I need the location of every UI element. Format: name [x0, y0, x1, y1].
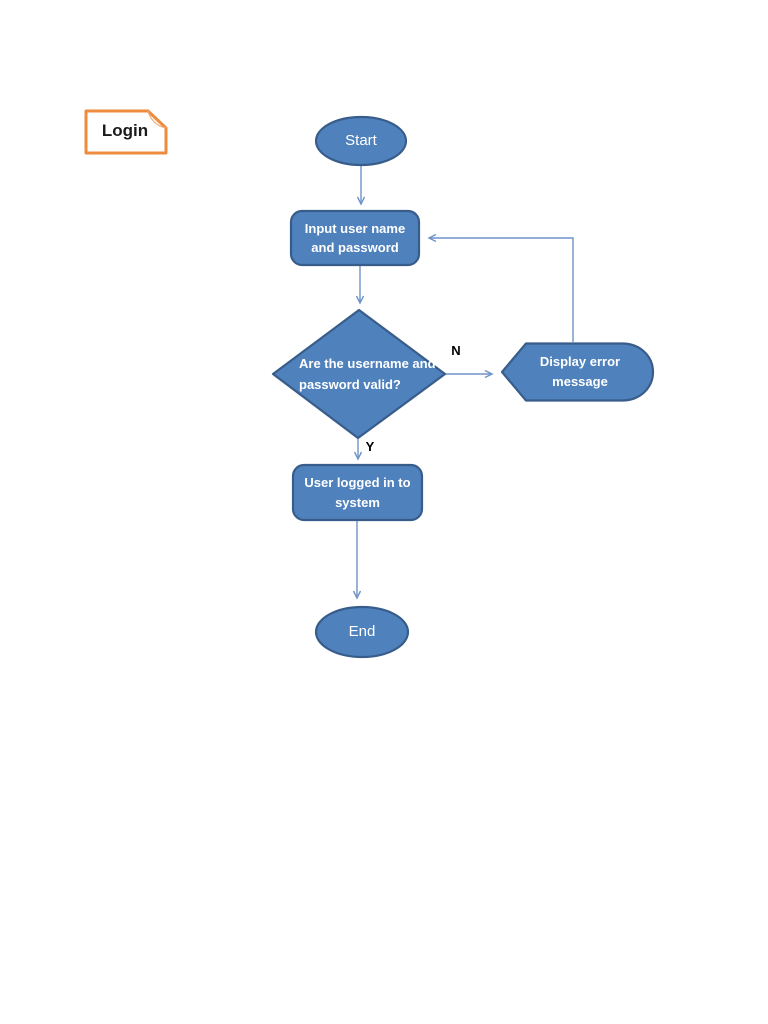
end-node-shape	[314, 605, 410, 659]
connector-error-to-input	[429, 238, 574, 342]
input-node-shape	[289, 209, 421, 267]
start-node-shape	[314, 115, 408, 167]
success-node-shape	[291, 463, 424, 522]
login-title-fold-line	[147, 110, 167, 129]
decision-node-shape	[271, 308, 447, 440]
login-title-shape	[84, 109, 168, 155]
error-display-node-shape	[500, 342, 655, 402]
